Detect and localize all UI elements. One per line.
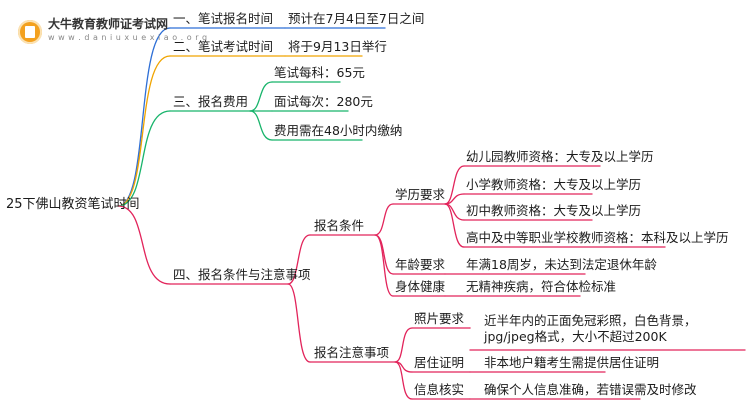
conditions-label: 报名条件 xyxy=(314,218,365,233)
info-detail: 确保个人信息准确，若错误需及时修改 xyxy=(484,382,697,397)
connector-branch3 xyxy=(117,110,171,207)
education-primary: 小学教师资格：大专及以上学历 xyxy=(466,177,642,192)
brand-logo-icon xyxy=(18,20,42,44)
education-junior: 初中教师资格：大专及以上学历 xyxy=(466,203,642,218)
connector-branch4 xyxy=(117,205,171,285)
branch-fees: 三、报名费用 xyxy=(173,94,249,109)
connector-fee-3 xyxy=(249,110,273,141)
info-label: 信息核实 xyxy=(414,382,465,397)
health-label: 身体健康 xyxy=(395,279,446,294)
fee-written: 笔试每科：65元 xyxy=(274,65,365,80)
education-kindergarten: 幼儿园教师资格：大专及以上学历 xyxy=(466,149,654,164)
mindmap-root: 25下佛山教资笔试时间 xyxy=(6,197,140,212)
brand-name: 大牛教育教师证考试网 xyxy=(48,17,169,31)
health-detail: 无精神疾病，符合体检标准 xyxy=(466,279,617,294)
fee-interview: 面试每次：280元 xyxy=(274,94,373,109)
branch-registration-time: 一、笔试报名时间 xyxy=(173,11,274,26)
branch-exam-time: 二、笔试考试时间 xyxy=(173,39,274,54)
education-senior: 高中及中等职业学校教师资格：本科及以上学历 xyxy=(466,230,729,245)
photo-detail: 近半年内的正面免冠彩照，白色背景，jpg/jpeg格式，大小不超过200K xyxy=(484,313,697,344)
connector-fee-1 xyxy=(249,81,273,112)
connector-branch2 xyxy=(117,55,171,207)
brand-url: w w w . d a n i u x u e x i a o . o r g xyxy=(48,33,208,42)
exam-time-detail: 将于9月13日举行 xyxy=(288,39,387,54)
photo-label: 照片要求 xyxy=(414,311,465,326)
fee-deadline: 费用需在48小时内缴纳 xyxy=(274,123,403,138)
registration-time-detail: 预计在7月4日至7日之间 xyxy=(288,11,425,26)
notes-label: 报名注意事项 xyxy=(314,345,390,360)
residence-label: 居住证明 xyxy=(414,355,465,370)
connector-branch1 xyxy=(117,27,171,207)
age-detail: 年满18周岁，未达到法定退休年龄 xyxy=(466,257,657,272)
connector-conditions xyxy=(287,234,311,285)
age-label: 年龄要求 xyxy=(395,257,446,272)
branch-conditions-notes: 四、报名条件与注意事项 xyxy=(173,267,311,282)
connector-notes xyxy=(287,283,311,363)
residence-detail: 非本地户籍考生需提供居住证明 xyxy=(484,355,660,370)
education-label: 学历要求 xyxy=(395,187,446,202)
